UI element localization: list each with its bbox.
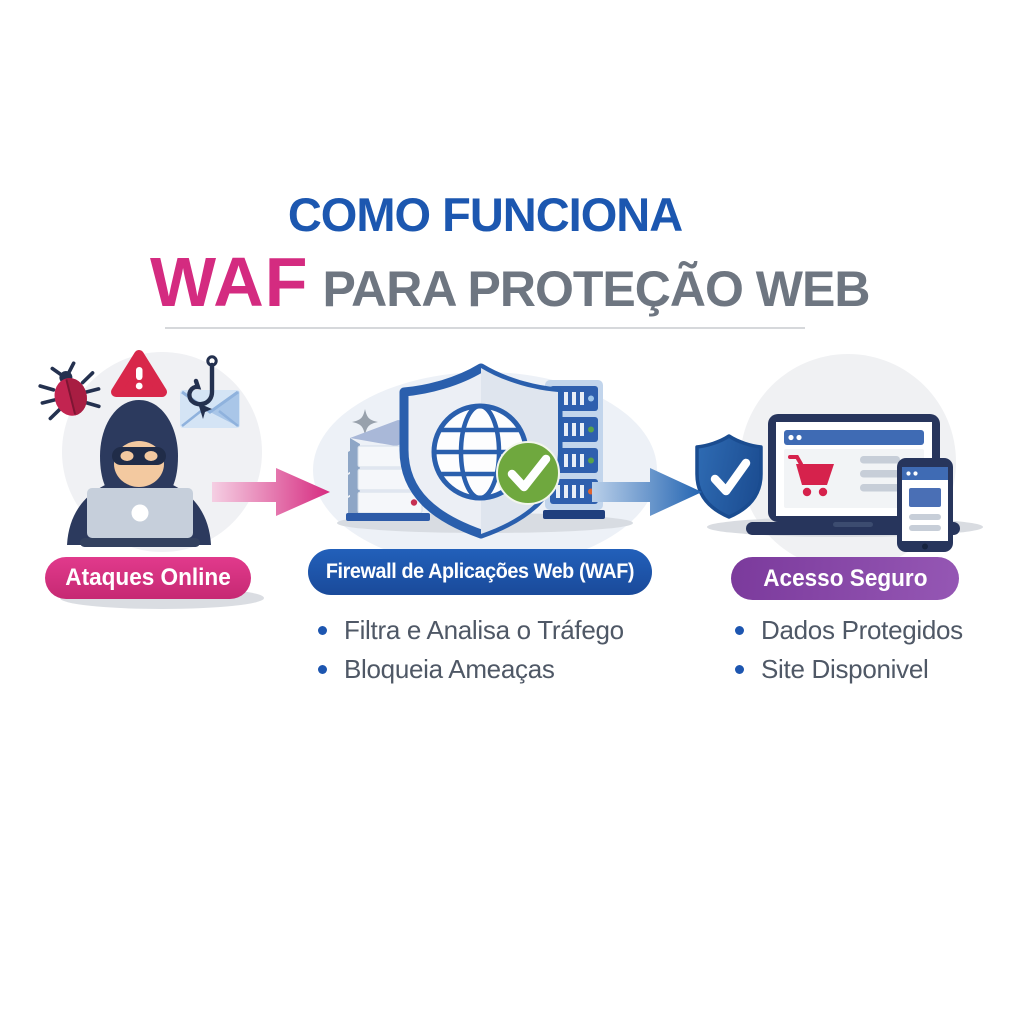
feature-text: Site Disponivel — [761, 654, 929, 684]
stage-badge-label: Acesso Seguro — [762, 564, 928, 592]
hacker-figure — [67, 400, 211, 547]
check-circle-icon — [496, 441, 560, 505]
waf-shield-servers-illustration — [313, 363, 657, 568]
shopping-cart-icon — [788, 455, 834, 497]
title-highlight-waf: WAF — [150, 242, 309, 321]
feature-text: Filtra e Analisa o Tráfego — [344, 615, 624, 645]
bullet-dot-icon — [318, 665, 327, 674]
secure-access-illustration — [695, 354, 983, 570]
phishing-email-hook-icon — [180, 355, 240, 428]
hacker-laptop-illustration — [38, 350, 264, 609]
stage-badge-ataques-online: Ataques Online — [45, 557, 251, 599]
stage-badge-label: Firewall de Aplicações Web (WAF) — [325, 560, 635, 583]
bullet-dot-icon — [735, 626, 744, 635]
list-item: Bloqueia Ameaças — [318, 650, 624, 689]
bug-icon — [38, 361, 101, 421]
warning-triangle-icon — [111, 350, 167, 397]
flow-arrow-waf-to-access — [592, 468, 702, 516]
list-item: Filtra e Analisa o Tráfego — [318, 611, 624, 650]
right-arrow-icon — [592, 468, 702, 516]
bullet-dot-icon — [318, 626, 327, 635]
bullet-dot-icon — [735, 665, 744, 674]
smartphone-icon — [897, 458, 953, 552]
stage-badge-label: Ataques Online — [65, 564, 231, 591]
title-underline — [165, 326, 805, 329]
list-item: Site Disponivel — [735, 650, 963, 689]
shield-check-icon — [695, 434, 763, 519]
stage-badge-waf: Firewall de Aplicações Web (WAF) — [308, 549, 652, 595]
title-kicker: COMO FUNCIONA — [287, 188, 683, 241]
right-arrow-icon — [212, 468, 330, 516]
list-item: Dados Protegidos — [735, 611, 963, 650]
secure-access-feature-list: Dados Protegidos Site Disponivel — [735, 611, 963, 689]
feature-text: Dados Protegidos — [761, 615, 963, 645]
waf-feature-list: Filtra e Analisa o Tráfego Bloqueia Amea… — [318, 611, 624, 689]
stage-badge-acesso-seguro: Acesso Seguro — [731, 557, 959, 600]
sparkle-icon — [352, 409, 378, 435]
title-rest: PARA PROTEÇÃO WEB — [322, 260, 871, 317]
flow-arrow-attacks-to-waf — [212, 468, 330, 516]
hacker-laptop-icon — [80, 488, 200, 547]
feature-text: Bloqueia Ameaças — [344, 654, 555, 684]
